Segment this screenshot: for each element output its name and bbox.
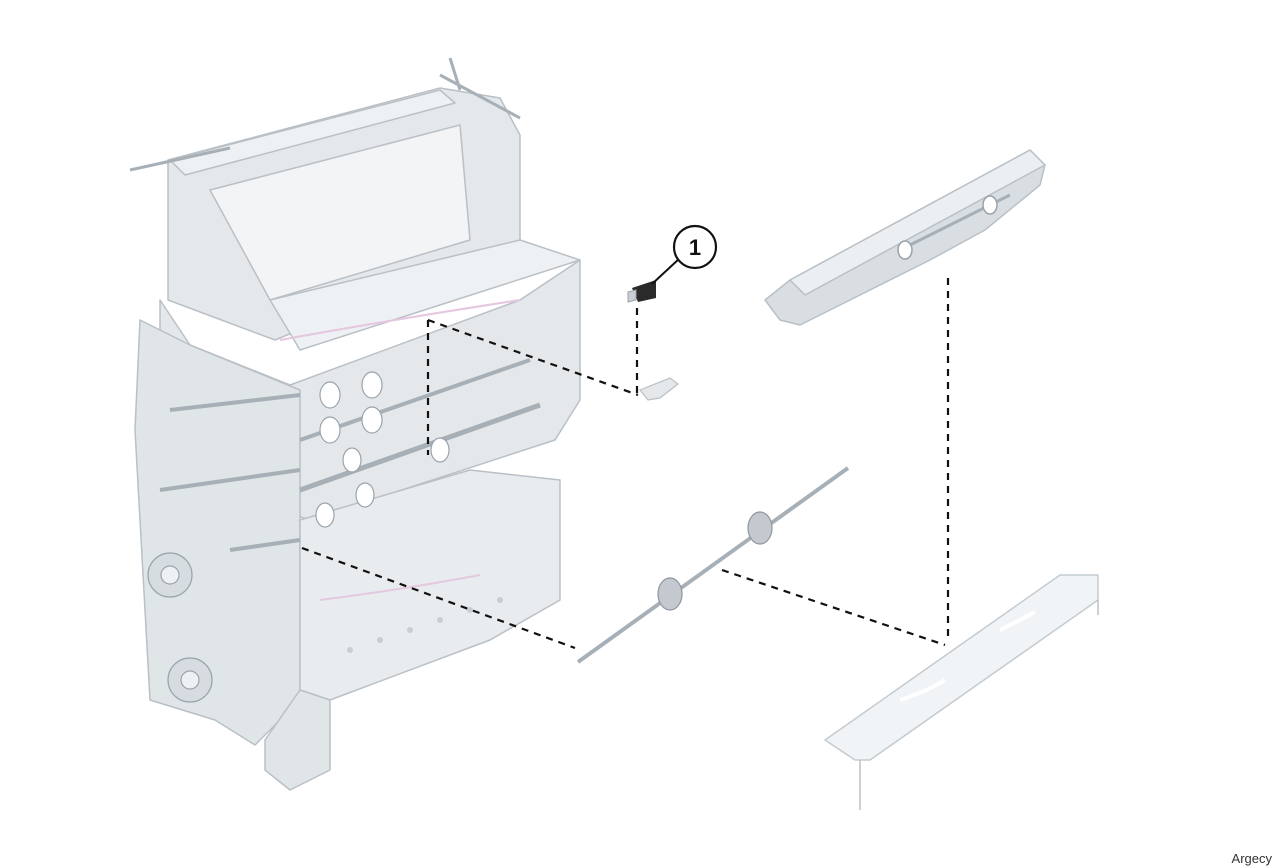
leader-line-shaft-to-plate <box>721 568 946 647</box>
upper-guide-part <box>764 149 1046 326</box>
callout-1-label: 1 <box>689 235 701 260</box>
callout-1: 1 <box>651 224 718 285</box>
leader-line-frame-to-shaft <box>301 546 576 650</box>
lower-guide-plate <box>824 574 1099 810</box>
part-1-mount <box>639 377 679 401</box>
main-frame-assembly <box>129 57 581 791</box>
leader-line-frame-to-mount-2 <box>427 318 639 397</box>
feed-roller-shaft <box>576 466 850 664</box>
part-1-bracket <box>627 280 656 303</box>
leader-lines <box>301 278 950 650</box>
watermark-text: Argecy <box>1231 851 1272 866</box>
